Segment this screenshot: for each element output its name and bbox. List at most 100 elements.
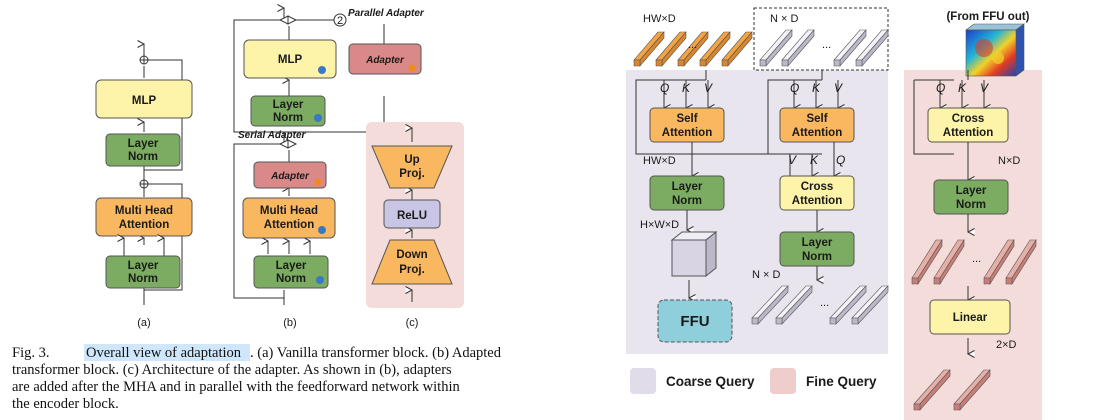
linear-block bbox=[929, 299, 1011, 335]
cross-attention-label-2: Attention bbox=[943, 127, 993, 139]
mha-label-1: Multi Head bbox=[115, 205, 173, 217]
snowflake-icon bbox=[316, 276, 324, 284]
snowflake-icon bbox=[318, 226, 326, 234]
token-rod bbox=[913, 369, 951, 411]
nd-right-label: N×D bbox=[998, 155, 1020, 167]
q-label: Q bbox=[836, 153, 845, 167]
flame-icon bbox=[408, 64, 416, 72]
caption-line-2: transformer block. (c) Architecture of t… bbox=[12, 362, 452, 378]
v-label: V bbox=[788, 153, 797, 167]
layer-norm-block bbox=[105, 255, 181, 289]
token-rod bbox=[677, 31, 709, 67]
down-proj-label-1: Down bbox=[396, 249, 427, 261]
self-attention-label-2: Attention bbox=[662, 127, 712, 139]
q-label: Q bbox=[936, 81, 945, 95]
adapter-parallel-block bbox=[348, 43, 422, 75]
svg-text:2: 2 bbox=[337, 15, 343, 27]
hwd-cube-label: H×W×D bbox=[640, 219, 679, 231]
v-label: V bbox=[704, 81, 713, 95]
q-label: Q bbox=[660, 81, 669, 95]
token-row-hwd: ... bbox=[633, 31, 753, 67]
token-rod bbox=[781, 29, 815, 67]
self-attention-label-2: Attention bbox=[792, 127, 842, 139]
layer-norm-label-2: Norm bbox=[802, 251, 832, 263]
token-rod bbox=[833, 29, 867, 67]
ellipsis: ... bbox=[972, 253, 981, 265]
token-row-fine: ... bbox=[911, 238, 1037, 286]
layer-norm-label-1: Layer bbox=[273, 99, 304, 111]
figure-caption: Fig. 3. Overall view of adaptation . (a)… bbox=[12, 344, 502, 412]
panel-a: MLP Layer Norm Multi Head Attention Laye… bbox=[95, 44, 193, 329]
token-rod bbox=[911, 238, 943, 286]
adapter-label: Adapter bbox=[270, 171, 310, 182]
ellipsis: ... bbox=[688, 39, 697, 51]
token-rod bbox=[655, 31, 687, 67]
token-rod bbox=[751, 285, 789, 325]
caption-line-3: are added after the MHA and in parallel … bbox=[12, 379, 460, 395]
panel-label: (b) bbox=[283, 317, 296, 329]
mha-label-1: Multi Head bbox=[260, 205, 318, 217]
token-rod bbox=[829, 285, 867, 325]
ellipsis: ... bbox=[822, 39, 831, 51]
legend-fine-label: Fine Query bbox=[806, 374, 877, 389]
layer-norm-label-1: Layer bbox=[802, 237, 833, 249]
legend-coarse-swatch bbox=[630, 368, 656, 394]
up-proj-label-1: Up bbox=[404, 154, 419, 166]
layer-norm-label-2: Norm bbox=[128, 273, 158, 285]
token-row-out bbox=[913, 369, 991, 411]
caption-line-1: . (a) Vanilla transformer block. (b) Ada… bbox=[250, 345, 502, 361]
from-ffu-label: (From FFU out) bbox=[946, 11, 1029, 23]
relu-label: ReLU bbox=[397, 210, 427, 222]
down-proj-block bbox=[371, 239, 453, 285]
panel-c: Up Proj. ReLU Down Proj. (c) bbox=[366, 122, 464, 329]
adapter-serial-block bbox=[253, 161, 327, 189]
caption-highlight: Overall view of adaptation bbox=[86, 345, 242, 361]
hwd-label: HW×D bbox=[643, 13, 676, 25]
layer-norm-label-2: Norm bbox=[956, 199, 986, 211]
caption-prefix: Fig. 3. bbox=[12, 345, 49, 361]
self-attention-label-1: Self bbox=[806, 113, 827, 125]
token-rod bbox=[953, 369, 991, 411]
layer-norm-label-2: Norm bbox=[128, 151, 158, 163]
mlp-label: MLP bbox=[132, 95, 157, 107]
token-rod bbox=[721, 31, 753, 67]
layer-norm-block bbox=[933, 179, 1009, 215]
k-label: K bbox=[810, 153, 819, 167]
k-label: K bbox=[682, 81, 691, 95]
flame-icon bbox=[314, 178, 322, 186]
self-attention-block bbox=[779, 107, 855, 143]
adapter-label: Adapter bbox=[365, 55, 405, 66]
token-rod bbox=[633, 31, 665, 67]
ellipsis: ... bbox=[820, 297, 829, 309]
token-row-n-mid: ... bbox=[751, 285, 889, 325]
snowflake-icon bbox=[318, 66, 326, 74]
feature-map-cube bbox=[965, 23, 1025, 77]
token-rod bbox=[983, 238, 1015, 286]
down-proj-label-2: Proj. bbox=[399, 264, 425, 276]
layer-norm-label-1: Layer bbox=[128, 260, 159, 272]
v-label: V bbox=[980, 81, 989, 95]
layer-norm-block bbox=[250, 95, 326, 127]
serial-adapter-label: Serial Adapter bbox=[238, 130, 307, 141]
layer-norm-label-1: Layer bbox=[956, 185, 987, 197]
token-rod bbox=[1005, 238, 1037, 286]
legend-coarse-label: Coarse Query bbox=[666, 374, 755, 389]
layer-norm-label-1: Layer bbox=[128, 138, 159, 150]
layer-norm-block bbox=[253, 255, 329, 289]
up-proj-block bbox=[371, 145, 453, 189]
twod-label: 2×D bbox=[996, 339, 1017, 351]
caption-line-4: the encoder block. bbox=[12, 396, 119, 412]
mha-block bbox=[242, 197, 336, 239]
token-rod bbox=[855, 29, 889, 67]
self-attention-label-1: Self bbox=[676, 113, 697, 125]
panel-label: (a) bbox=[137, 317, 150, 329]
layer-norm-label-2: Norm bbox=[273, 112, 303, 124]
mlp-block bbox=[95, 79, 193, 119]
nd-label-top: N × D bbox=[770, 13, 798, 25]
hwd-mid-label: HW×D bbox=[643, 155, 676, 167]
token-rod bbox=[699, 31, 731, 67]
ffu-block bbox=[657, 299, 733, 343]
up-proj-label-2: Proj. bbox=[399, 168, 425, 180]
relu-block bbox=[383, 199, 441, 229]
token-rod bbox=[775, 285, 813, 325]
